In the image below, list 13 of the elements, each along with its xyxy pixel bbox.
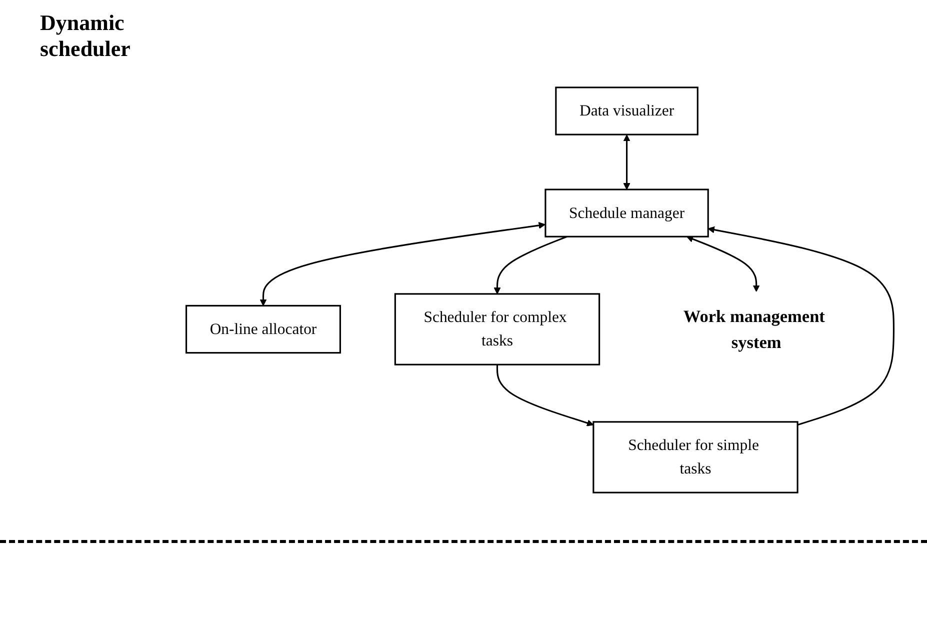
arrow — [260, 222, 546, 306]
arrow — [496, 364, 594, 426]
arrow — [686, 236, 760, 292]
node-box: Scheduler for complex tasks — [394, 293, 600, 366]
node-box: Schedule manager — [544, 188, 709, 238]
node-box: On-line allocator — [186, 304, 341, 354]
node-box: Data visualizer — [555, 86, 698, 136]
arrow — [708, 226, 894, 426]
node-text: Work management system — [683, 306, 825, 352]
arrow — [623, 134, 630, 190]
section-label: Dynamic scheduler — [40, 10, 132, 62]
arrow — [494, 236, 568, 294]
node-box: Scheduler for simple tasks — [592, 421, 798, 494]
